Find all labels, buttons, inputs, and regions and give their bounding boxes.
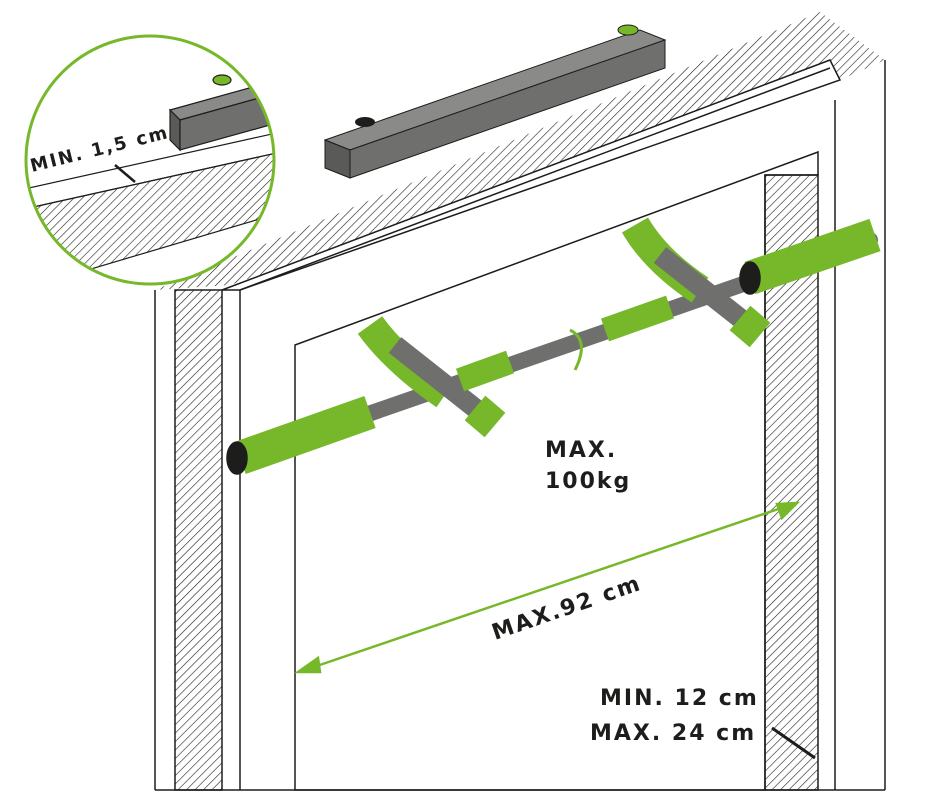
left-jamb-hatched: [174, 289, 223, 791]
left-grip: [234, 395, 376, 475]
pull-up-bar: [226, 217, 881, 475]
center-grip-left: [455, 350, 515, 392]
frame-max-label: MAX. 24 cm: [590, 721, 756, 746]
frame-depth-arrow: [771, 726, 816, 760]
top-beam-hatched: [155, 12, 885, 290]
right-grip: [744, 218, 881, 295]
magnifier-inset: MIN. 1,5 cm: [24, 34, 276, 286]
top-support-bar: [323, 24, 667, 179]
center-grip-right: [600, 295, 675, 342]
top-beam-face: [221, 59, 842, 291]
frame-min-label: MIN. 12 cm: [600, 686, 759, 711]
width-arrow: [294, 501, 801, 674]
max-load-line2: 100kg: [545, 469, 631, 494]
max-load-line1: MAX.: [545, 438, 617, 463]
